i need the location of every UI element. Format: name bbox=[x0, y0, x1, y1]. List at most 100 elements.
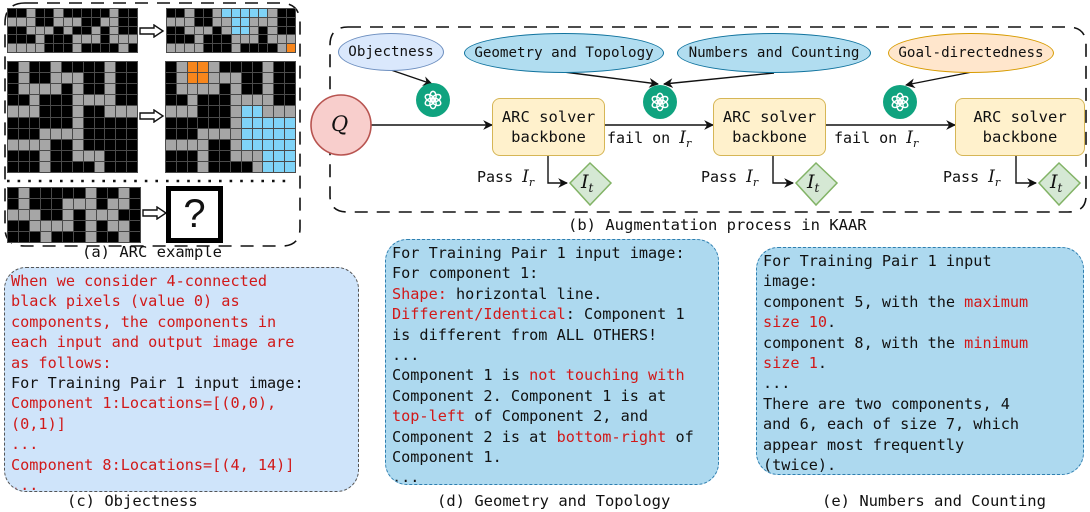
grid-cell bbox=[277, 44, 286, 52]
grid-cell bbox=[128, 44, 137, 52]
grid-cell bbox=[249, 35, 259, 44]
grid-cell bbox=[72, 17, 82, 26]
grid-cell bbox=[8, 117, 18, 128]
grid-cell bbox=[63, 44, 72, 52]
grid-cell bbox=[220, 62, 230, 73]
grid-cell bbox=[45, 35, 54, 44]
grid-cell bbox=[51, 161, 62, 172]
panel-b-frame bbox=[329, 26, 1087, 213]
grid-cell bbox=[26, 44, 35, 52]
grid-cell bbox=[176, 9, 185, 17]
grid-cell bbox=[118, 221, 129, 231]
grid-cell bbox=[263, 62, 274, 73]
caption-d: (d) Geometry and Topology bbox=[437, 492, 671, 510]
grid-cell bbox=[74, 221, 85, 231]
grid-cell bbox=[166, 106, 176, 117]
grid-cell bbox=[51, 117, 62, 128]
pass-label-2: Pass Ir bbox=[701, 167, 759, 189]
grid-cell bbox=[241, 150, 252, 161]
grid-cell bbox=[252, 150, 263, 161]
grid-cell bbox=[40, 128, 51, 139]
grid-cell bbox=[52, 232, 63, 242]
pair1-output-grid bbox=[166, 8, 296, 53]
grid-cell bbox=[29, 73, 40, 84]
highlighted-text: bottom-right bbox=[556, 427, 667, 446]
grid-cell bbox=[198, 62, 209, 73]
grid-cell bbox=[119, 26, 128, 35]
grid-cell bbox=[274, 84, 285, 95]
grid-cell bbox=[286, 17, 295, 26]
grid-cell bbox=[18, 128, 29, 139]
grid-cell bbox=[241, 117, 252, 128]
grid-cell bbox=[285, 62, 295, 73]
grid-cell bbox=[17, 44, 26, 52]
grid-cell bbox=[116, 62, 127, 73]
grid-cell bbox=[94, 128, 105, 139]
grid-cell bbox=[8, 199, 19, 209]
grid-cell bbox=[29, 139, 40, 150]
grid-cell bbox=[187, 161, 198, 172]
grid-cell bbox=[91, 9, 100, 17]
grid-cell bbox=[259, 44, 268, 52]
grid-cell bbox=[40, 62, 51, 73]
grid-cell bbox=[82, 35, 91, 44]
it-diamond-2 bbox=[794, 161, 839, 207]
grid-cell bbox=[29, 117, 40, 128]
grid-cell bbox=[187, 62, 198, 73]
grid-cell bbox=[74, 232, 85, 242]
it-label-2: It bbox=[807, 171, 820, 195]
caption-a: (a) ARC example bbox=[82, 243, 222, 261]
grid-cell bbox=[209, 95, 220, 106]
grid-cell bbox=[268, 17, 277, 26]
grid-cell bbox=[249, 9, 259, 17]
grid-cell bbox=[241, 106, 252, 117]
grid-cell bbox=[63, 35, 72, 44]
fail-label-1: fail on Ir bbox=[607, 128, 692, 150]
grid-cell bbox=[29, 84, 40, 95]
grid-cell bbox=[176, 139, 187, 150]
fail-label-2: fail on Ir bbox=[834, 128, 919, 150]
grid-cell bbox=[240, 17, 249, 26]
grid-cell bbox=[230, 84, 241, 95]
grid-cell bbox=[127, 84, 137, 95]
grid-cell bbox=[41, 221, 52, 231]
grid-cell bbox=[230, 106, 241, 117]
grid-cell bbox=[274, 62, 285, 73]
grid-cell bbox=[240, 35, 249, 44]
grid-cell bbox=[105, 106, 116, 117]
grid-cell bbox=[213, 26, 222, 35]
grid-cell bbox=[85, 188, 96, 198]
arrow-numbers-to-llm bbox=[663, 72, 775, 88]
grid-cell bbox=[274, 117, 285, 128]
grid-cell bbox=[62, 84, 72, 95]
grid-cell bbox=[286, 44, 295, 52]
grid-cell bbox=[220, 106, 230, 117]
grid-cell bbox=[62, 128, 72, 139]
grid-cell bbox=[116, 84, 127, 95]
grid-cell bbox=[194, 9, 203, 17]
grid-cell bbox=[274, 128, 285, 139]
grid-cell bbox=[222, 9, 231, 17]
body-text: For Training Pair 1 input image: compone… bbox=[763, 252, 992, 311]
grid-cell bbox=[8, 128, 18, 139]
grid-cell bbox=[274, 161, 285, 172]
hollow-arrow-icon bbox=[139, 109, 165, 123]
grid-cell bbox=[85, 210, 96, 220]
grid-cell bbox=[18, 62, 29, 73]
grid-cell bbox=[30, 199, 41, 209]
grid-cell bbox=[241, 128, 252, 139]
grid-cell bbox=[220, 150, 230, 161]
grid-cell bbox=[83, 128, 94, 139]
grid-cell bbox=[116, 128, 127, 139]
grid-cell bbox=[240, 44, 249, 52]
grid-cell bbox=[62, 62, 72, 73]
grid-cell bbox=[203, 9, 213, 17]
grid-cell bbox=[85, 232, 96, 242]
grid-cell bbox=[54, 17, 63, 26]
it-label-1: It bbox=[581, 171, 594, 195]
grid-cell bbox=[63, 26, 72, 35]
it-diamond-3 bbox=[1037, 161, 1082, 207]
grid-cell bbox=[52, 210, 63, 220]
grid-cell bbox=[110, 17, 119, 26]
grid-cell bbox=[194, 17, 203, 26]
